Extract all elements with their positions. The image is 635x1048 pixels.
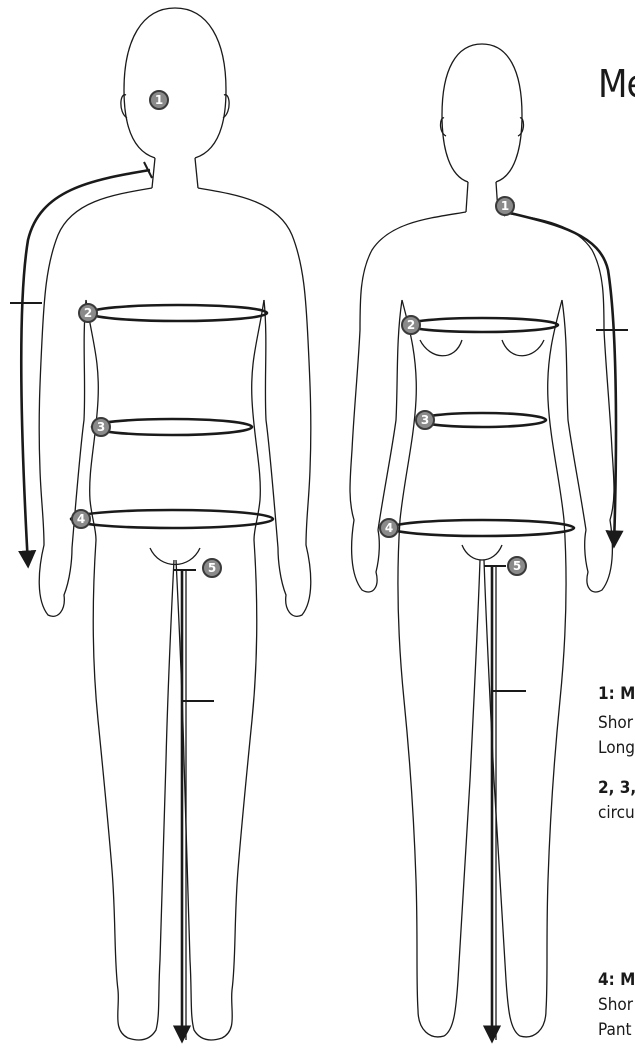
note-3-line-1: Shor bbox=[598, 995, 633, 1015]
diagram-title: Me bbox=[598, 62, 635, 106]
female-measurements bbox=[390, 202, 628, 1040]
marker-badge-4: 4 bbox=[71, 509, 91, 529]
marker-badge-3: 3 bbox=[415, 410, 435, 430]
female-left-leg bbox=[398, 520, 480, 1037]
note-1-heading: 1: Me bbox=[598, 684, 635, 704]
marker-badge-2: 2 bbox=[78, 303, 98, 323]
note-3-line-2: Pant bbox=[598, 1020, 632, 1040]
male-right-leg bbox=[176, 540, 257, 1040]
female-figure bbox=[350, 44, 614, 1037]
note-1-line-2: Long bbox=[598, 738, 635, 758]
marker-badge-2: 2 bbox=[401, 315, 421, 335]
marker-badge-5: 5 bbox=[202, 558, 222, 578]
marker-badge-5: 5 bbox=[507, 556, 527, 576]
male-measurements bbox=[10, 162, 273, 1040]
note-3-heading: 4: Me bbox=[598, 970, 635, 990]
marker-badge-1: 1 bbox=[495, 196, 515, 216]
note-2-heading: 2, 3, bbox=[598, 778, 635, 798]
marker-badge-3: 3 bbox=[91, 417, 111, 437]
note-1-line-1: Shor bbox=[598, 713, 633, 733]
male-head bbox=[124, 8, 226, 158]
note-2-line-1: circu bbox=[598, 803, 635, 823]
male-left-leg bbox=[93, 540, 174, 1040]
marker-badge-4: 4 bbox=[379, 518, 399, 538]
marker-badge-1: 1 bbox=[149, 90, 169, 110]
female-head bbox=[442, 44, 522, 182]
